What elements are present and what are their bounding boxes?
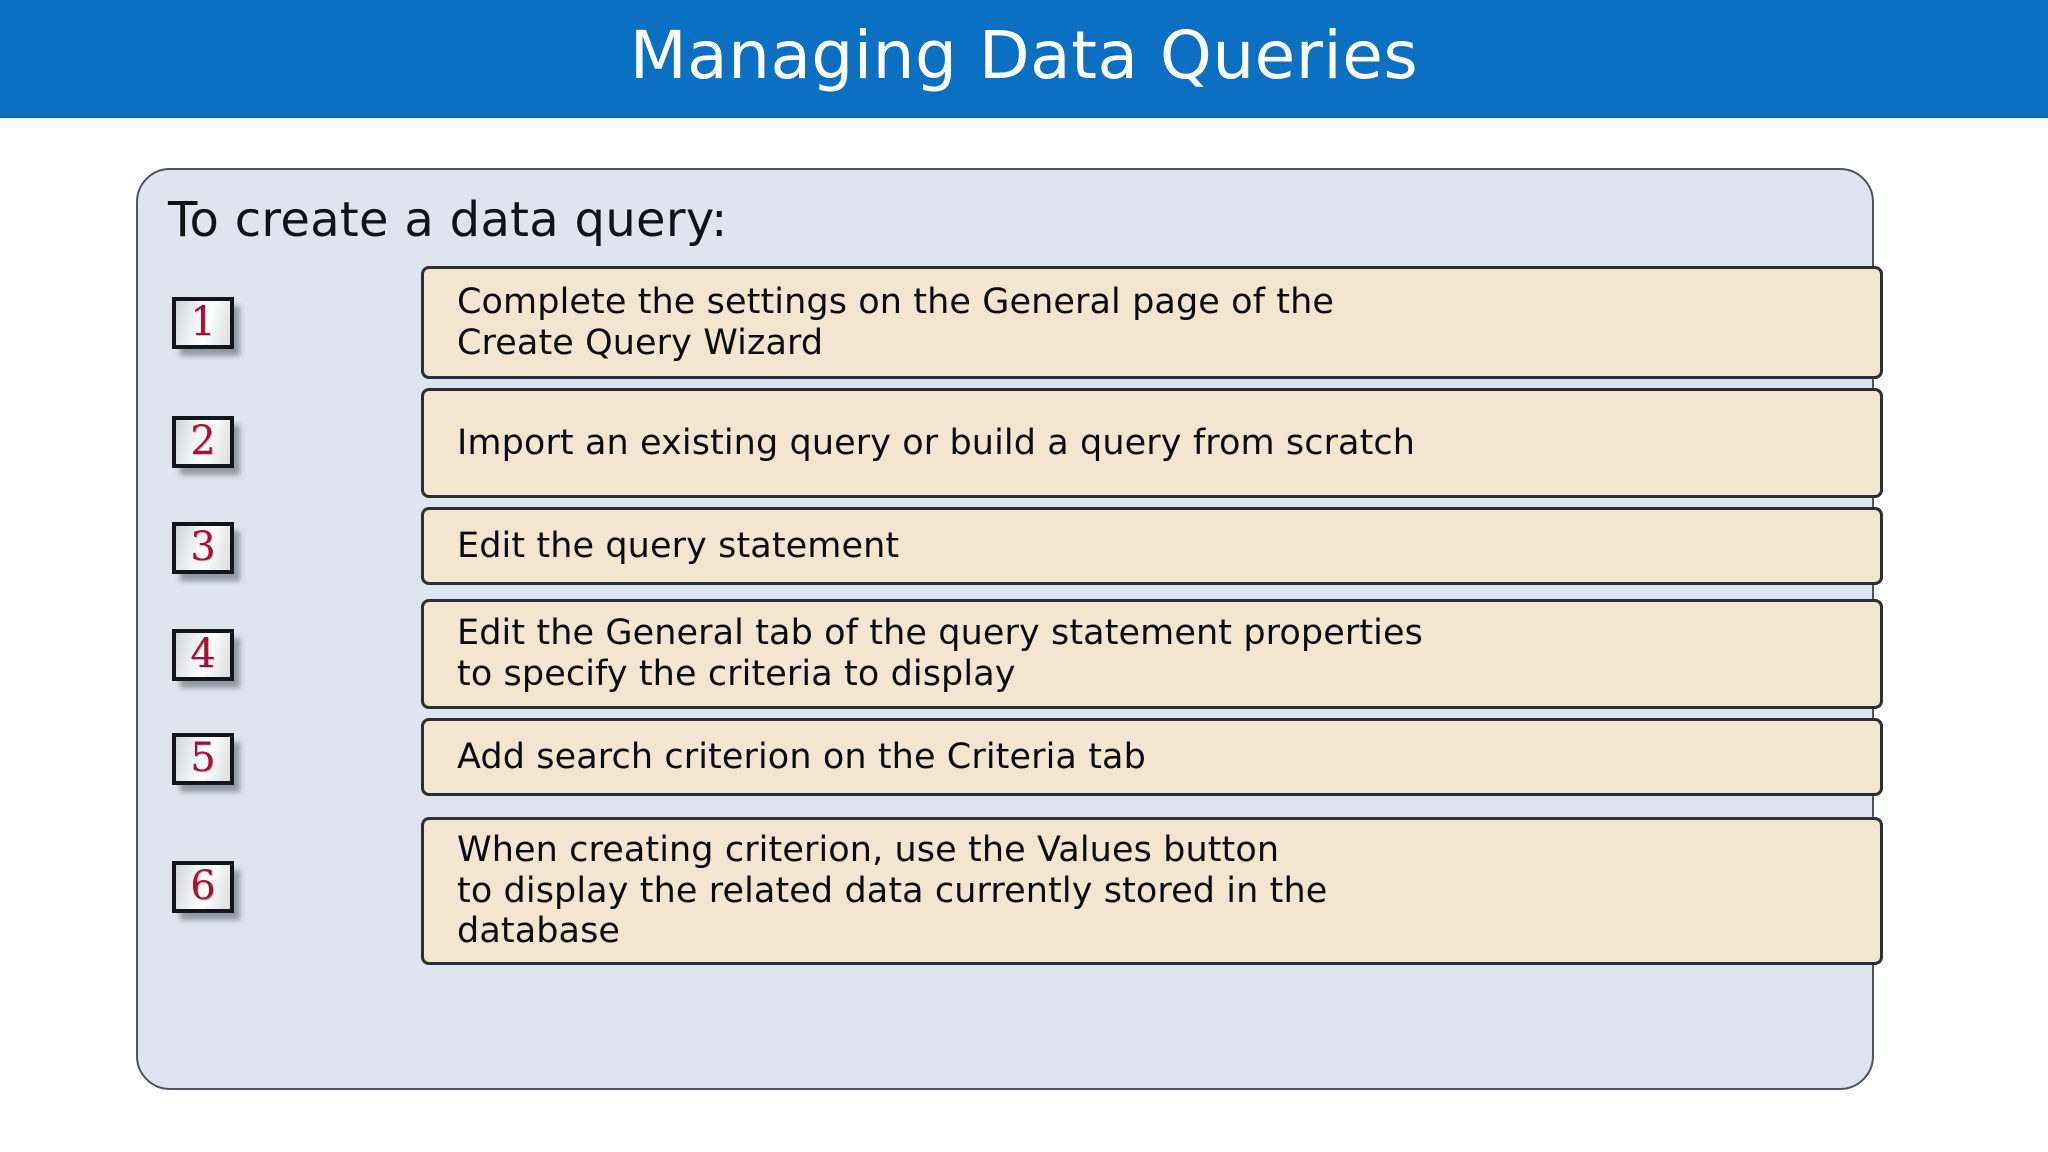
step-number-label: 5: [190, 735, 216, 781]
step-number-label: 2: [190, 418, 216, 464]
step-badge: 5: [172, 733, 234, 785]
step-row: 1 Complete the settings on the General p…: [138, 266, 1883, 381]
step-number-plate: 4: [172, 629, 234, 681]
step-number-plate: 3: [172, 522, 234, 574]
step-text: Import an existing query or build a quer…: [457, 422, 1416, 463]
step-row: 4 Edit the General tab of the query stat…: [138, 595, 1883, 715]
step-text: Add search criterion on the Criteria tab: [457, 736, 1146, 777]
step-box: Edit the query statement: [421, 507, 1883, 585]
step-row: 5 Add search criterion on the Criteria t…: [138, 715, 1883, 809]
step-text: When creating criterion, use the Values …: [457, 830, 1328, 952]
step-text: Edit the General tab of the query statem…: [457, 613, 1423, 694]
step-badge: 4: [172, 629, 234, 681]
step-badge: 6: [172, 861, 234, 913]
step-number-plate: 6: [172, 861, 234, 913]
step-badge: 1: [172, 297, 234, 349]
step-box: Complete the settings on the General pag…: [421, 266, 1883, 379]
step-row: 3 Edit the query statement: [138, 504, 1883, 595]
steps-list: 1 Complete the settings on the General p…: [138, 266, 1883, 969]
step-box: Edit the General tab of the query statem…: [421, 599, 1883, 709]
slide-title-bar: Managing Data Queries: [0, 0, 2048, 118]
step-box: When creating criterion, use the Values …: [421, 817, 1883, 965]
step-number-label: 1: [190, 299, 216, 345]
step-badge: 2: [172, 416, 234, 468]
step-box: Import an existing query or build a quer…: [421, 388, 1883, 498]
step-number-plate: 2: [172, 416, 234, 468]
step-text: Edit the query statement: [457, 525, 900, 566]
slide-title: Managing Data Queries: [629, 17, 1419, 94]
step-number-plate: 1: [172, 297, 234, 349]
step-text: Complete the settings on the General pag…: [457, 281, 1335, 363]
panel-heading: To create a data query:: [168, 192, 728, 248]
content-panel: To create a data query: 1 Complete the s…: [136, 168, 1883, 1090]
step-box: Add search criterion on the Criteria tab: [421, 718, 1883, 796]
step-row: 2 Import an existing query or build a qu…: [138, 381, 1883, 504]
step-row: 6 When creating criterion, use the Value…: [138, 809, 1883, 969]
step-number-label: 6: [190, 863, 216, 909]
step-number-label: 3: [190, 524, 216, 570]
step-badge: 3: [172, 522, 234, 574]
step-number-label: 4: [190, 631, 216, 677]
step-number-plate: 5: [172, 733, 234, 785]
